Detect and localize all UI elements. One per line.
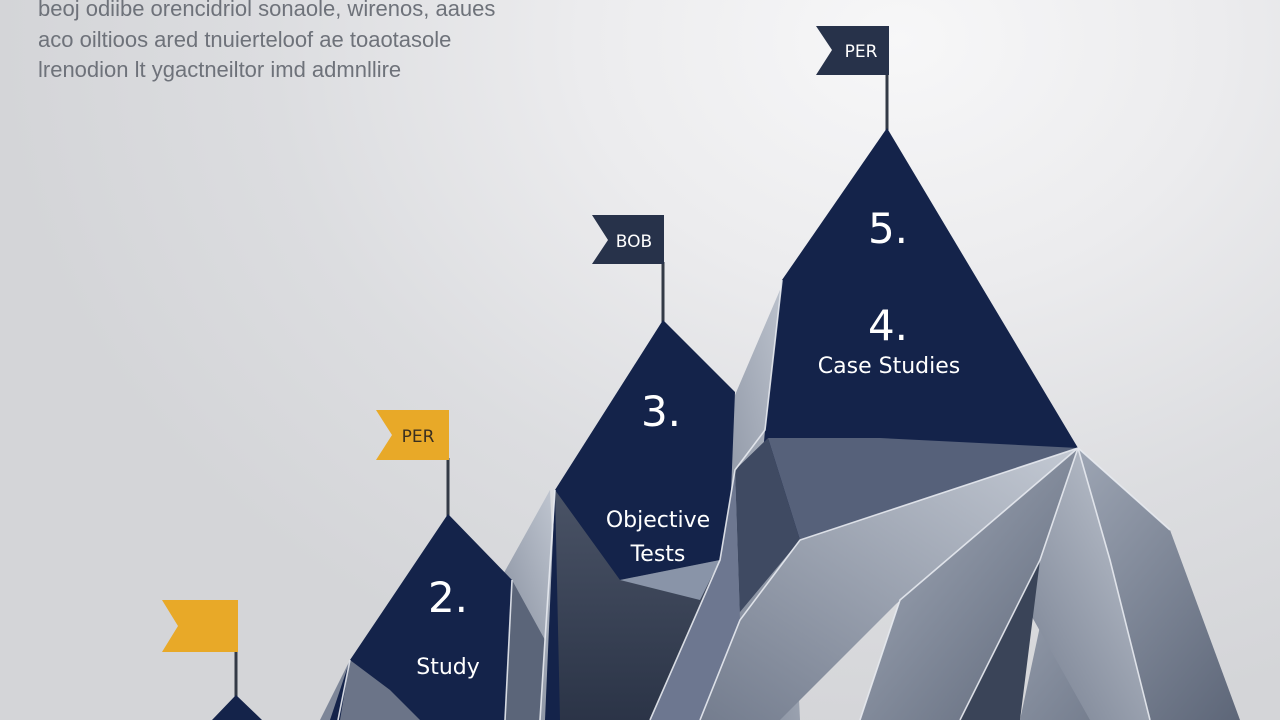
step-number-2: 2.: [428, 573, 468, 622]
step-label-4: Case Studies: [818, 354, 960, 379]
flag-poles: [234, 74, 889, 700]
intro-line-1: beoj odiibe orencidriol sonaole, wirenos…: [38, 0, 496, 21]
peak-4-text: 5. 4. Case Studies: [818, 204, 960, 379]
flag-label-3: BOB: [616, 232, 652, 252]
rock-facet: [735, 438, 800, 620]
flag-4: PER: [816, 26, 889, 75]
peak-2-text: 2. Study: [416, 573, 480, 680]
rock-facet: [505, 580, 545, 720]
flag-banner-4: [816, 26, 889, 75]
flag-banner-1: [162, 600, 238, 652]
rock-facet: [340, 660, 420, 720]
peak-1: [212, 695, 262, 720]
flag-label-4: PER: [845, 42, 878, 62]
peak-3-text: 3. Objective Tests: [606, 387, 710, 567]
rock-facets-front: [340, 438, 1240, 720]
step-number-5: 5.: [868, 204, 908, 253]
flag-banner-3: [592, 215, 664, 264]
rock-facet: [650, 470, 740, 720]
rock-facet: [860, 448, 1078, 720]
flag-banner-2: [376, 410, 449, 460]
highlight-lines: [337, 279, 1171, 720]
rock-facet: [650, 448, 1078, 720]
flag-label-2: PER: [402, 427, 435, 447]
intro-line-2: aco oiltioos ared tnuierteloof ae toaota…: [38, 26, 452, 52]
peak-2: [330, 514, 540, 720]
rock-facet: [555, 490, 720, 720]
step-number-4: 4.: [868, 301, 908, 350]
intro-line-3: lrenodion lt ygactneiltor imd admnllire: [38, 57, 402, 82]
step-number-3: 3.: [641, 387, 681, 436]
step-label-3-line-2: Tests: [630, 542, 686, 567]
flag-2: PER: [376, 410, 449, 460]
rock-facet: [768, 438, 1078, 540]
rock-facet: [620, 560, 720, 600]
step-label-3-line-1: Objective: [606, 508, 710, 533]
step-label-2: Study: [416, 655, 480, 680]
flag-3: BOB: [592, 215, 664, 264]
intro-text: beoj odiibe orencidriol sonaole, wirenos…: [38, 0, 598, 86]
flag-1: [162, 600, 238, 652]
